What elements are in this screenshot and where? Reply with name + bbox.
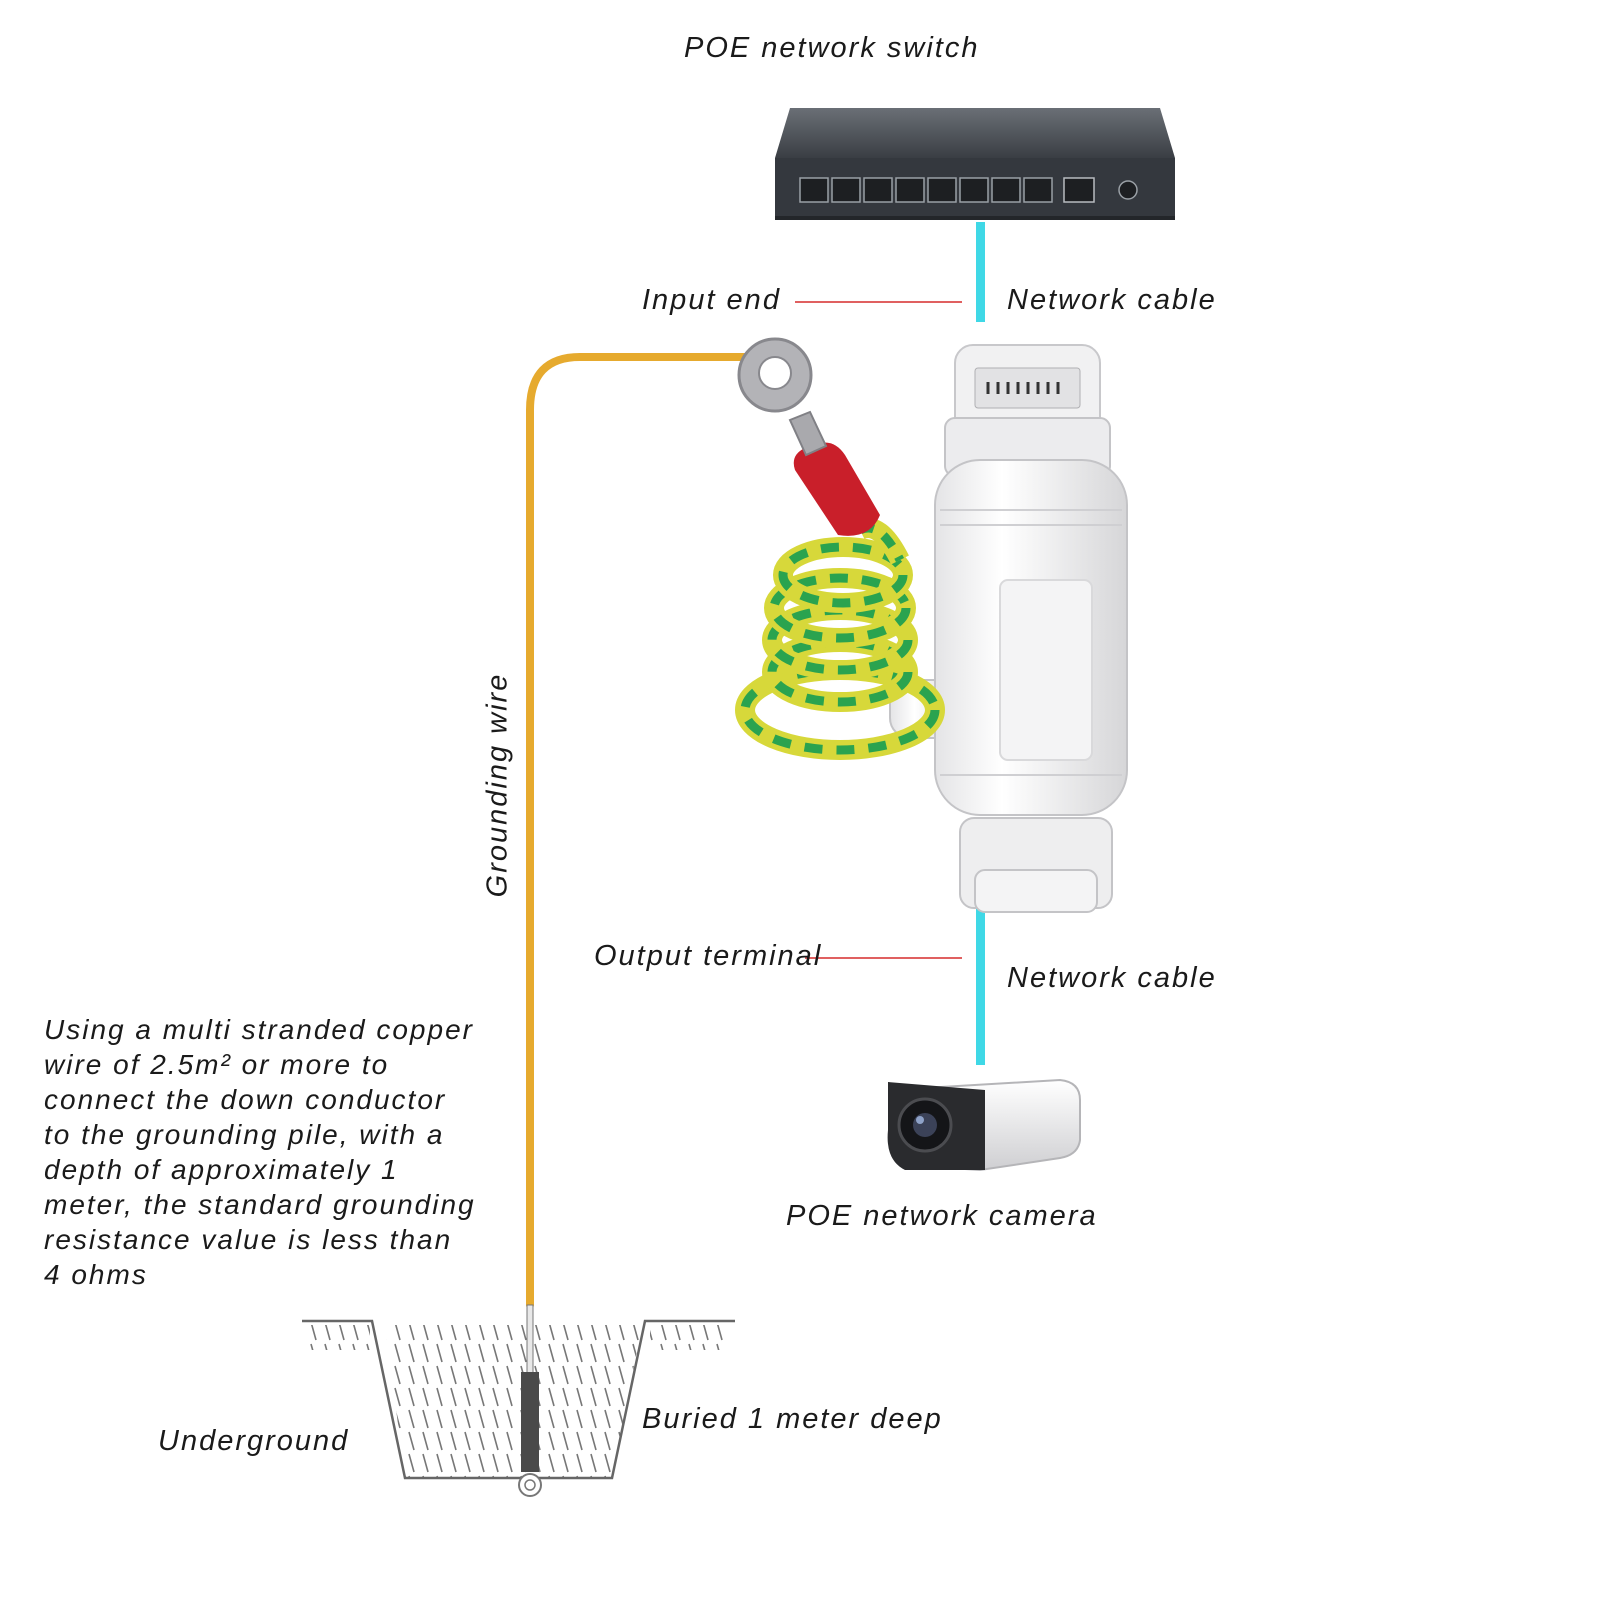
poe-switch bbox=[775, 108, 1175, 220]
note-line: to the grounding pile, with a bbox=[44, 1119, 445, 1150]
switch-label: POE network switch bbox=[684, 32, 980, 64]
ring-terminal bbox=[737, 337, 880, 536]
input-end-label: Input end bbox=[642, 284, 781, 316]
grounding-wire bbox=[526, 353, 794, 1309]
poe-camera bbox=[887, 1078, 1081, 1172]
note-line: meter, the standard grounding bbox=[44, 1189, 476, 1220]
network-cable-bottom-label: Network cable bbox=[1007, 962, 1217, 994]
ground-trench bbox=[302, 1319, 735, 1480]
camera-label: POE network camera bbox=[786, 1200, 1098, 1232]
note-line: resistance value is less than bbox=[44, 1224, 453, 1255]
underground-label: Underground bbox=[158, 1425, 350, 1457]
note-line: connect the down conductor bbox=[44, 1084, 447, 1115]
switch-ports bbox=[799, 177, 1138, 203]
surge-protector bbox=[889, 344, 1128, 913]
note-line: depth of approximately 1 bbox=[44, 1154, 399, 1185]
note-line: 4 ohms bbox=[44, 1259, 148, 1290]
network-cable-bottom bbox=[976, 900, 985, 1065]
network-cable-top bbox=[976, 222, 985, 322]
buried-depth-label: Buried 1 meter deep bbox=[642, 1403, 943, 1435]
grounding-note: Using a multi stranded copper wire of 2.… bbox=[44, 1012, 524, 1292]
note-line: Using a multi stranded copper bbox=[44, 1014, 474, 1045]
output-terminal-label: Output terminal bbox=[594, 940, 823, 972]
grounding-rod bbox=[518, 1304, 542, 1497]
network-cable-top-label: Network cable bbox=[1007, 284, 1217, 316]
note-line: wire of 2.5m² or more to bbox=[44, 1049, 390, 1080]
grounding-wire-label: Grounding wire bbox=[481, 672, 514, 898]
